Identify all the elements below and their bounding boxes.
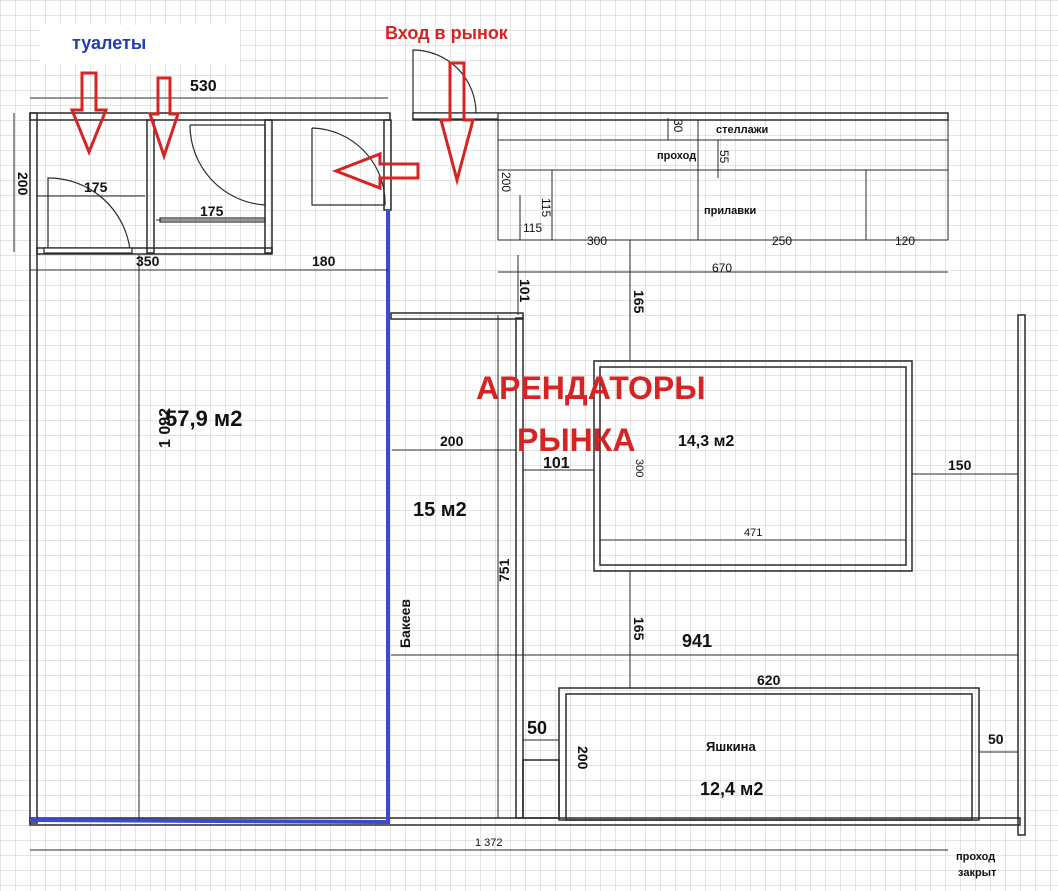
dim-115-v: 115 — [539, 198, 553, 218]
toilets-label: туалеты — [72, 33, 147, 53]
door-toilet-2 — [189, 124, 266, 206]
toilet-bottom-wall — [36, 247, 273, 255]
dim-165-top: 165 — [631, 290, 647, 314]
toilets-label-bg — [40, 25, 240, 63]
area-yashkina: 12,4 м2 — [700, 779, 764, 799]
dim-toilet1-175: 175 — [84, 179, 108, 195]
dim-200-counters: 200 — [499, 172, 513, 193]
dim-50-right: 50 — [988, 731, 1004, 747]
counters-label: прилавки — [704, 205, 757, 217]
dim-101-h: 101 — [543, 455, 570, 472]
arrow-corridor — [331, 151, 420, 191]
island-outer — [593, 360, 913, 572]
passage-closed-1: проход — [956, 851, 996, 863]
passage-closed-2: закрыт — [958, 867, 997, 879]
dim-620: 620 — [757, 672, 781, 688]
dim-50-left: 50 — [527, 718, 548, 738]
dim-150: 150 — [948, 457, 972, 473]
yashkina-label: Яшкина — [706, 739, 756, 754]
dim-1372: 1 372 — [475, 837, 503, 849]
dim-250: 250 — [772, 234, 793, 248]
middle-wall-cap — [390, 312, 524, 320]
dimension-lines — [13, 97, 1018, 851]
dim-55: 55 — [717, 150, 731, 164]
dim-200-left: 200 — [15, 172, 31, 196]
tenants-line-1: АРЕНДАТОРЫ — [476, 370, 706, 406]
dim-200-mid: 200 — [440, 433, 464, 449]
dim-30: 30 — [671, 119, 685, 133]
counter-lines — [497, 120, 949, 240]
doors — [43, 49, 499, 254]
door-entrance — [412, 49, 477, 114]
middle-wall — [515, 317, 524, 819]
dim-530: 530 — [190, 78, 217, 95]
dim-350: 350 — [136, 253, 160, 269]
bakeev-label: Бакеев — [397, 598, 413, 648]
yashkina-inner — [565, 693, 973, 821]
arrow-toilet-1 — [69, 71, 109, 156]
arrow-toilet-2 — [147, 76, 181, 161]
dim-200-yashkina: 200 — [575, 746, 591, 770]
dim-120: 120 — [895, 234, 916, 248]
shelves-label: стеллажи — [716, 124, 769, 136]
right-outer-wall — [1017, 314, 1026, 836]
left-outer-wall — [29, 112, 38, 824]
area-main: 57,9 м2 — [165, 406, 243, 431]
dim-300-v: 300 — [633, 459, 645, 478]
dim-101-v: 101 — [517, 279, 533, 303]
arrow-entrance — [439, 61, 475, 186]
area-mid: 15 м2 — [413, 499, 467, 521]
dim-471: 471 — [744, 527, 763, 539]
passage-label: проход — [657, 150, 697, 162]
dim-751: 751 — [496, 558, 512, 582]
tenants-line-2: РЫНКА — [517, 422, 636, 458]
dim-165-bot: 165 — [631, 617, 647, 641]
dim-941: 941 — [682, 631, 713, 651]
island-inner — [599, 366, 907, 566]
door-corridor — [311, 127, 386, 206]
niche-left — [522, 759, 560, 819]
dim-180: 180 — [312, 253, 336, 269]
market-entrance-label: Вход в рынок — [385, 23, 508, 43]
dim-670: 670 — [712, 261, 733, 275]
dim-300: 300 — [587, 234, 608, 248]
dim-115-h: 115 — [523, 221, 543, 235]
blue-partition — [29, 210, 391, 824]
area-island: 14,3 м2 — [678, 433, 735, 450]
red-arrows — [69, 61, 475, 191]
dim-toilet2-175: 175 — [200, 203, 224, 219]
